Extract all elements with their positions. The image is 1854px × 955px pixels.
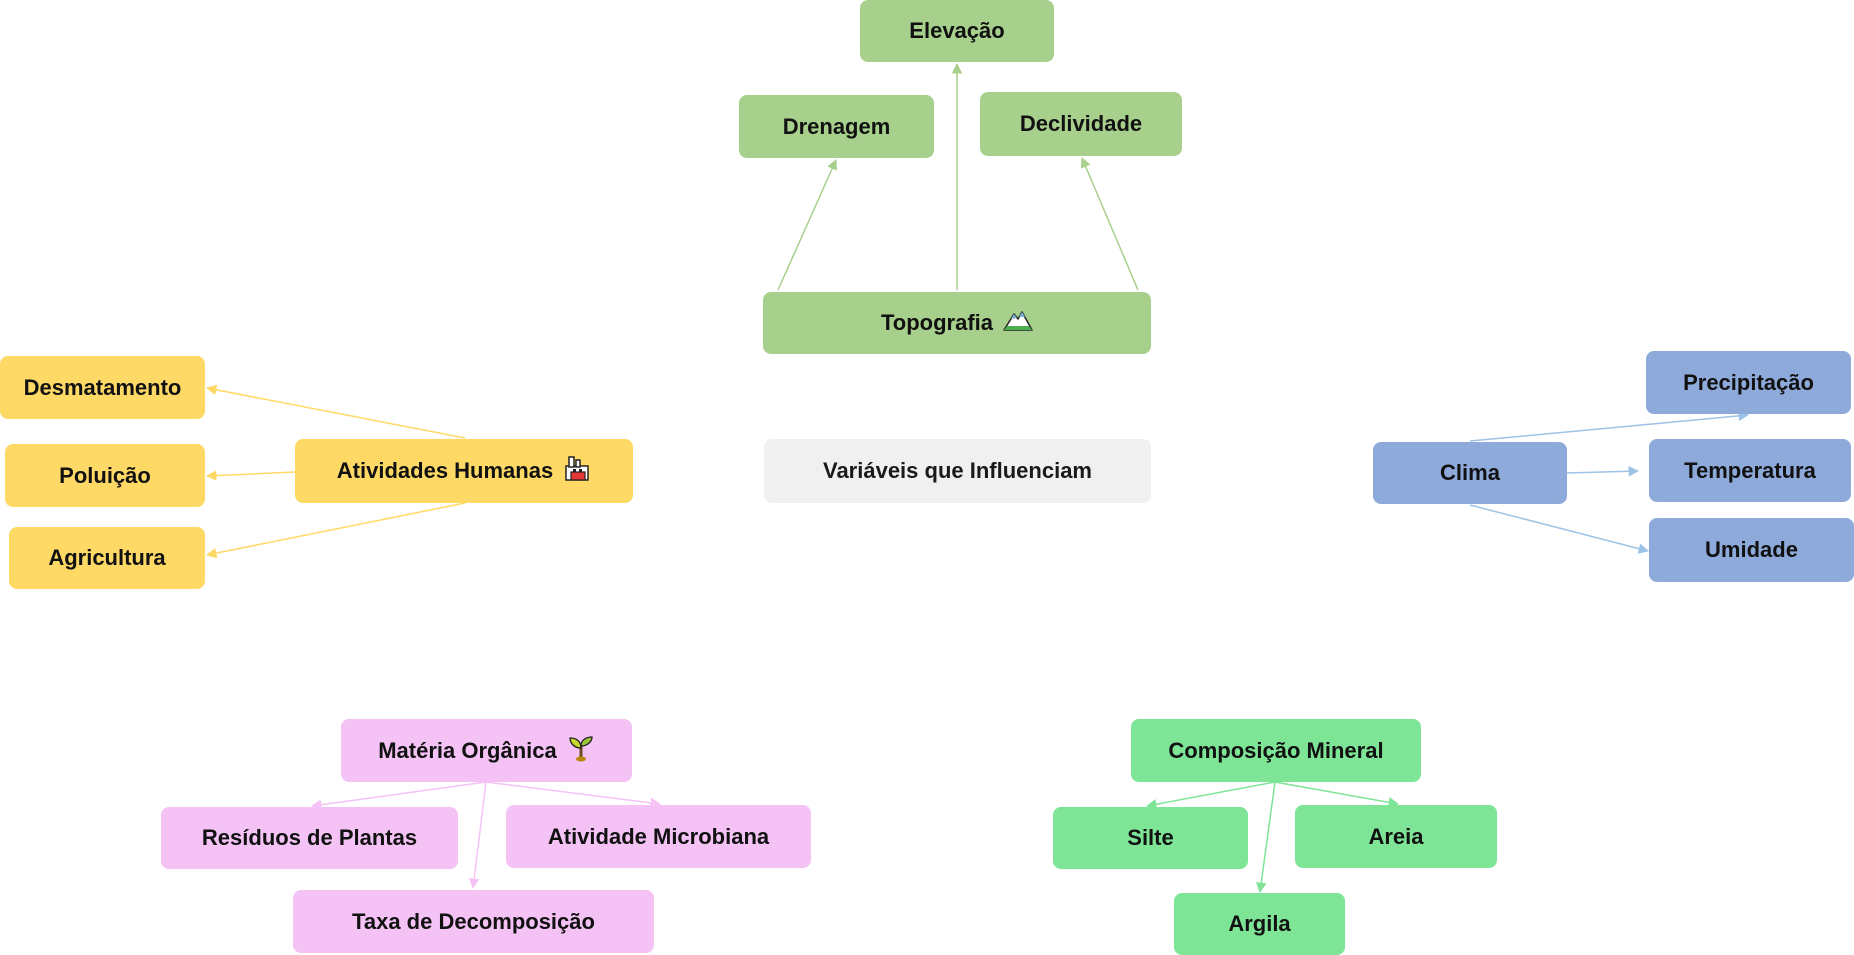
edge-topografia-declividade xyxy=(1080,157,1139,291)
edge-clima-temperatura xyxy=(1566,466,1640,477)
residuos-label: Resíduos de Plantas xyxy=(201,825,418,850)
edge-humanas-poluicao xyxy=(205,470,296,481)
node-topografia[interactable]: Topografia xyxy=(763,292,1151,354)
node-agricultura[interactable]: Agricultura xyxy=(9,527,205,589)
temperatura-label: Temperatura xyxy=(1684,457,1816,483)
factory-icon xyxy=(563,454,591,488)
edge-mineral-areia xyxy=(1274,781,1400,808)
node-declividade[interactable]: Declividade xyxy=(980,92,1182,156)
decomposicao-label: Taxa de Decomposição xyxy=(352,908,595,934)
node-residuos-plantas[interactable]: Resíduos de Plantas xyxy=(161,807,458,869)
edge-topografia-drenagem xyxy=(777,159,837,291)
humanas-label: Atividades Humanas xyxy=(336,458,554,483)
precipitacao-label: Precipitação xyxy=(1683,369,1814,395)
materia-label: Matéria Orgânica xyxy=(378,737,557,763)
drenagem-label: Drenagem xyxy=(782,113,891,139)
node-temperatura[interactable]: Temperatura xyxy=(1649,439,1851,502)
edge-mineral-silte xyxy=(1145,781,1276,810)
clima-label: Clima xyxy=(1440,460,1500,485)
mountain-icon xyxy=(1003,308,1033,338)
edge-humanas-agricultura xyxy=(205,502,466,559)
node-drenagem[interactable]: Drenagem xyxy=(739,95,934,158)
edge-humanas-desmatamento xyxy=(205,384,466,439)
edge-materia-decomposicao xyxy=(468,781,487,890)
mineral-label: Composição Mineral xyxy=(1168,737,1384,763)
center-label: Variáveis que Influenciam xyxy=(822,458,1092,483)
desmatamento-label: Desmatamento xyxy=(23,374,182,400)
node-elevacao[interactable]: Elevação xyxy=(860,0,1054,62)
poluicao-label: Poluição xyxy=(59,462,151,488)
declividade-label: Declividade xyxy=(1019,111,1143,136)
node-umidade[interactable]: Umidade xyxy=(1649,518,1854,582)
node-atividades-humanas[interactable]: Atividades Humanas xyxy=(295,439,633,503)
edge-materia-residuos xyxy=(310,781,487,810)
umidade-label: Umidade xyxy=(1705,537,1798,562)
node-taxa-decomposicao[interactable]: Taxa de Decomposição xyxy=(293,890,654,953)
argila-label: Argila xyxy=(1228,911,1291,936)
edge-materia-microbiana xyxy=(485,781,662,809)
node-precipitacao[interactable]: Precipitação xyxy=(1646,351,1851,414)
edge-clima-precipitacao xyxy=(1469,410,1750,442)
node-areia[interactable]: Areia xyxy=(1295,805,1497,868)
microbiana-label: Atividade Microbiana xyxy=(547,823,770,849)
node-silte[interactable]: Silte xyxy=(1053,807,1248,869)
edge-mineral-argila xyxy=(1256,781,1276,894)
node-composicao-mineral[interactable]: Composição Mineral xyxy=(1131,719,1421,782)
edge-clima-umidade xyxy=(1469,504,1650,554)
silte-label: Silte xyxy=(1127,825,1174,850)
topografia-label: Topografia xyxy=(880,310,994,335)
node-atividade-microbiana[interactable]: Atividade Microbiana xyxy=(506,805,811,868)
node-desmatamento[interactable]: Desmatamento xyxy=(0,356,205,419)
node-argila[interactable]: Argila xyxy=(1174,893,1345,955)
center-node[interactable]: Variáveis que Influenciam xyxy=(764,439,1151,503)
node-poluicao[interactable]: Poluição xyxy=(5,444,205,507)
agricultura-label: Agricultura xyxy=(48,545,166,570)
seedling-icon xyxy=(567,734,595,768)
node-clima[interactable]: Clima xyxy=(1373,442,1567,504)
areia-label: Areia xyxy=(1368,823,1424,849)
elevacao-label: Elevação xyxy=(909,18,1005,43)
node-materia-organica[interactable]: Matéria Orgânica xyxy=(341,719,632,782)
